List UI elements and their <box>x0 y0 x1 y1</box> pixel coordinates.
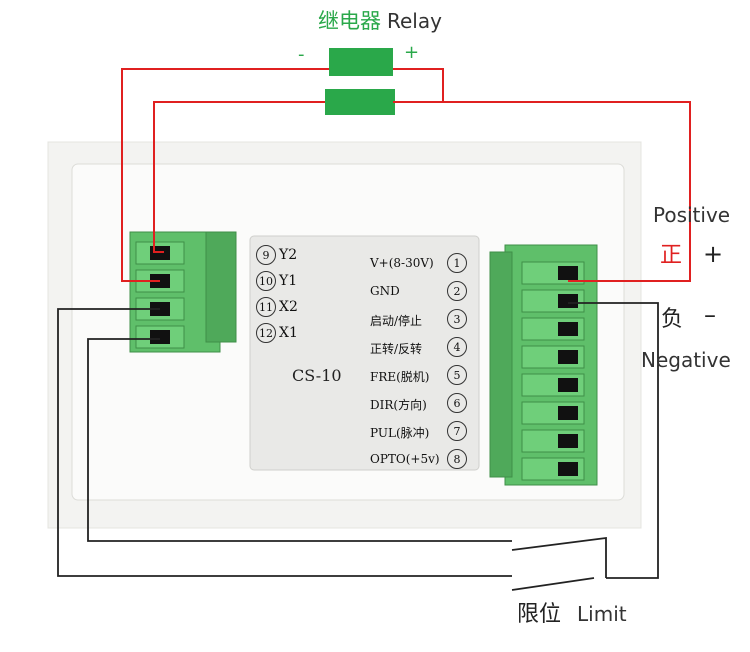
terminal-number: 7 <box>447 421 467 441</box>
terminal-label: V+(8-30V) <box>370 256 434 270</box>
positive-wire <box>443 101 691 282</box>
relay-plus-wire <box>393 68 444 103</box>
right-terminal-pin <box>521 261 585 285</box>
terminal-label: 正转/反转 <box>370 342 423 356</box>
terminal-legend-row: FRE(脱机) 5 <box>367 362 471 390</box>
terminal-number: 11 <box>256 297 276 317</box>
terminal-legend-row: GND 2 <box>367 278 471 306</box>
terminal-number: 3 <box>447 309 467 329</box>
terminal-label: FRE(脱机) <box>370 370 430 384</box>
relay-contact-left-wire <box>153 101 325 253</box>
negative-wire <box>568 302 659 579</box>
device-model: CS-10 <box>292 366 342 385</box>
terminal-label: 启动/停止 <box>370 314 423 328</box>
relay-plus-label: + <box>404 42 420 63</box>
terminal-number: 6 <box>447 393 467 413</box>
relay-coil-block <box>329 48 393 76</box>
terminal-number: 8 <box>447 449 467 469</box>
terminal-number: 1 <box>447 253 467 273</box>
negative-sign: – <box>704 301 716 329</box>
terminal-legend-row: V+(8-30V) 1 <box>367 250 471 278</box>
terminal-number: 4 <box>447 337 467 357</box>
left-terminal-pin <box>135 241 185 265</box>
right-terminal-pin <box>521 457 585 481</box>
right-terminal-pin <box>521 429 585 453</box>
label-sheet <box>249 235 480 471</box>
terminal-label: Y2 <box>279 247 298 263</box>
terminal-label: GND <box>370 284 400 298</box>
terminal-legend-row: 正转/反转 4 <box>367 334 471 362</box>
relay-contact-block <box>325 89 395 115</box>
terminal-label: X2 <box>279 299 298 315</box>
right-terminal-pin <box>521 317 585 341</box>
limit-wire-x1 <box>87 338 512 542</box>
negative-label-zh: 负 <box>661 307 684 332</box>
right-terminal-pin <box>521 345 585 369</box>
terminal-number: 5 <box>447 365 467 385</box>
limit-wire-x2 <box>57 308 512 577</box>
terminal-number: 12 <box>256 323 276 343</box>
left-terminal-block <box>129 231 237 353</box>
positive-label-zh: 正 <box>660 243 683 268</box>
limit-switch-lower <box>511 577 595 591</box>
limit-switch-upper <box>511 536 607 578</box>
terminal-legend-row: PUL(脉冲) 7 <box>367 418 471 446</box>
relay-minus-wire <box>121 68 329 282</box>
positive-sign: + <box>703 240 724 268</box>
right-terminal-pin <box>521 401 585 425</box>
right-terminal-pin <box>521 373 585 397</box>
left-terminal-pin <box>135 325 185 349</box>
terminal-label: Y1 <box>279 273 298 289</box>
terminal-number: 9 <box>256 245 276 265</box>
terminal-legend-row: OPTO(+5v) 8 <box>367 446 471 474</box>
right-terminal-block <box>489 244 598 486</box>
right-terminal-pin <box>521 289 585 313</box>
negative-label-en: Negative <box>641 348 731 372</box>
terminal-label: PUL(脉冲) <box>370 426 430 440</box>
right-terminal-legend: V+(8-30V) 1 GND 2 启动/停止 3 正转/反转 4 FRE(脱机) 5 D… <box>367 250 471 474</box>
terminal-label: OPTO(+5v) <box>370 452 440 466</box>
terminal-number: 10 <box>256 271 276 291</box>
terminal-number: 2 <box>447 281 467 301</box>
terminal-legend-row: 启动/停止 3 <box>367 306 471 334</box>
positive-label-en: Positive <box>653 203 731 227</box>
terminal-legend-row: DIR(方向) 6 <box>367 390 471 418</box>
relay-minus-label: - <box>298 44 305 65</box>
terminal-label: DIR(方向) <box>370 398 427 412</box>
terminal-label: X1 <box>279 325 298 341</box>
